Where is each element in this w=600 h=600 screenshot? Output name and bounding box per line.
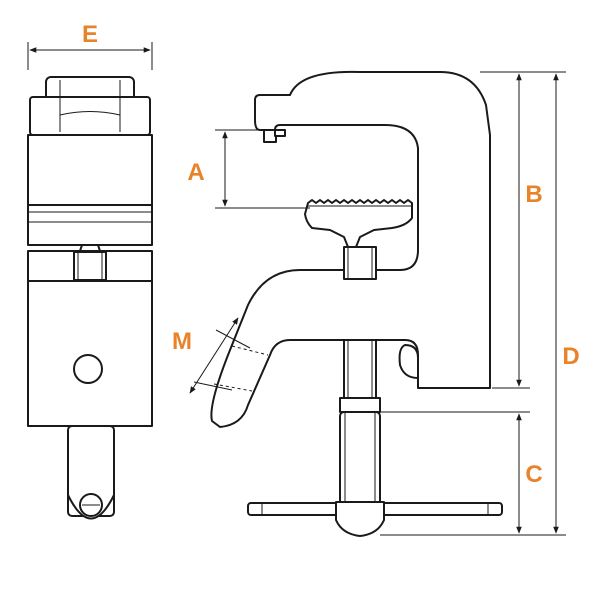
front-mounting-hole xyxy=(73,354,103,384)
dimension-b: B xyxy=(480,71,543,389)
dimension-c: C xyxy=(380,411,543,534)
upper-screw-threads xyxy=(347,248,373,278)
side-view xyxy=(210,70,503,537)
dimension-e-label: E xyxy=(82,21,98,48)
front-pad-lines xyxy=(28,211,152,223)
dimension-a: A xyxy=(187,129,310,209)
front-head-ribs xyxy=(59,80,121,132)
handle-knob xyxy=(335,501,385,537)
front-clamp-pad xyxy=(27,204,153,246)
front-screw-shank xyxy=(73,251,107,281)
front-screw-threads xyxy=(77,252,103,280)
dimension-a-label: A xyxy=(187,159,204,186)
handle-barrel-lines xyxy=(344,412,376,505)
dimension-m-line xyxy=(189,317,239,394)
dimension-m: M xyxy=(172,317,269,394)
t-bar-end-lines xyxy=(261,503,489,515)
dimension-d-label: D xyxy=(562,343,579,370)
serrated-clamp-pad xyxy=(304,199,413,248)
front-upper-body xyxy=(27,134,153,206)
dimension-d: D xyxy=(380,71,580,536)
front-head-groove xyxy=(59,111,121,116)
dimension-c-label: C xyxy=(525,461,542,488)
front-head-block xyxy=(29,96,151,136)
dimension-e: E xyxy=(27,21,153,70)
front-lower-body xyxy=(27,280,153,427)
dimension-b-label: B xyxy=(525,181,542,208)
shaft-collar xyxy=(339,397,381,413)
dimension-m-label: M xyxy=(172,328,192,355)
handle-barrel xyxy=(339,411,381,508)
lower-shaft-lines xyxy=(347,340,373,408)
lower-jaw-tab xyxy=(398,344,419,379)
upper-jaw-nub xyxy=(274,129,286,137)
front-view xyxy=(27,76,153,520)
upper-screw xyxy=(343,246,377,280)
